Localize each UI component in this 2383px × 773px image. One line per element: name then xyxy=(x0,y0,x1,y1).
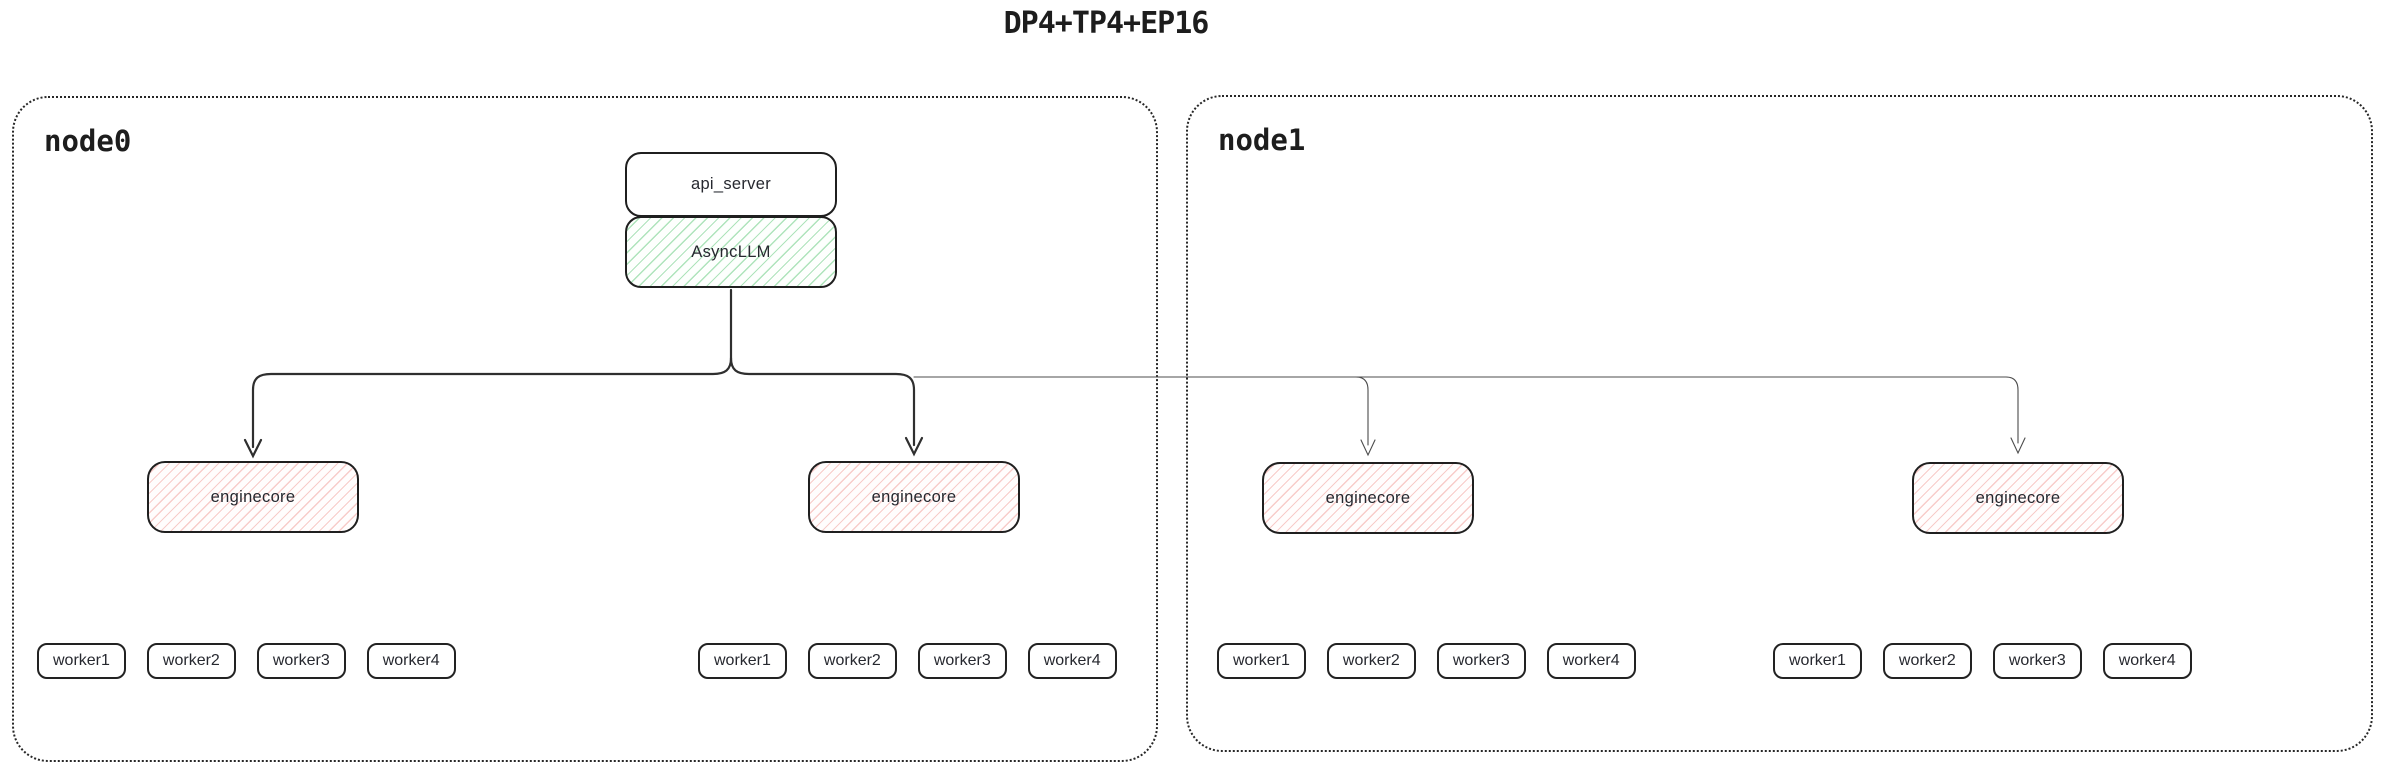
enginecore-box-node1-1: enginecore xyxy=(1262,462,1474,534)
worker-box: worker4 xyxy=(1027,643,1117,679)
worker-box: worker3 xyxy=(917,643,1007,679)
worker-box: worker2 xyxy=(1882,643,1972,679)
worker-box: worker4 xyxy=(2102,643,2192,679)
diagram-title: DP4+TP4+EP16 xyxy=(1003,6,1210,41)
worker-group-node0-2: worker1 worker2 worker3 worker4 xyxy=(698,643,1117,679)
worker-box: worker3 xyxy=(1992,643,2082,679)
asyncllm-box: AsyncLLM xyxy=(625,216,837,288)
worker-box: worker3 xyxy=(1436,643,1526,679)
api-server-box: api_server xyxy=(625,152,837,217)
worker-box: worker1 xyxy=(1773,643,1862,679)
node0-label: node0 xyxy=(44,124,132,158)
worker-box: worker4 xyxy=(366,643,456,679)
worker-box: worker1 xyxy=(37,643,126,679)
worker-box: worker1 xyxy=(1217,643,1306,679)
worker-box: worker1 xyxy=(698,643,787,679)
worker-group-node1-1: worker1 worker2 worker3 worker4 xyxy=(1217,643,1636,679)
enginecore-box-node0-2: enginecore xyxy=(808,461,1020,533)
enginecore-box-node1-2: enginecore xyxy=(1912,462,2124,534)
enginecore-box-node0-1: enginecore xyxy=(147,461,359,533)
worker-box: worker2 xyxy=(1326,643,1416,679)
worker-group-node1-2: worker1 worker2 worker3 worker4 xyxy=(1773,643,2192,679)
node1-label: node1 xyxy=(1218,123,1306,157)
worker-box: worker3 xyxy=(256,643,346,679)
worker-group-node0-1: worker1 worker2 worker3 worker4 xyxy=(37,643,456,679)
worker-box: worker2 xyxy=(807,643,897,679)
worker-box: worker2 xyxy=(146,643,236,679)
worker-box: worker4 xyxy=(1546,643,1636,679)
